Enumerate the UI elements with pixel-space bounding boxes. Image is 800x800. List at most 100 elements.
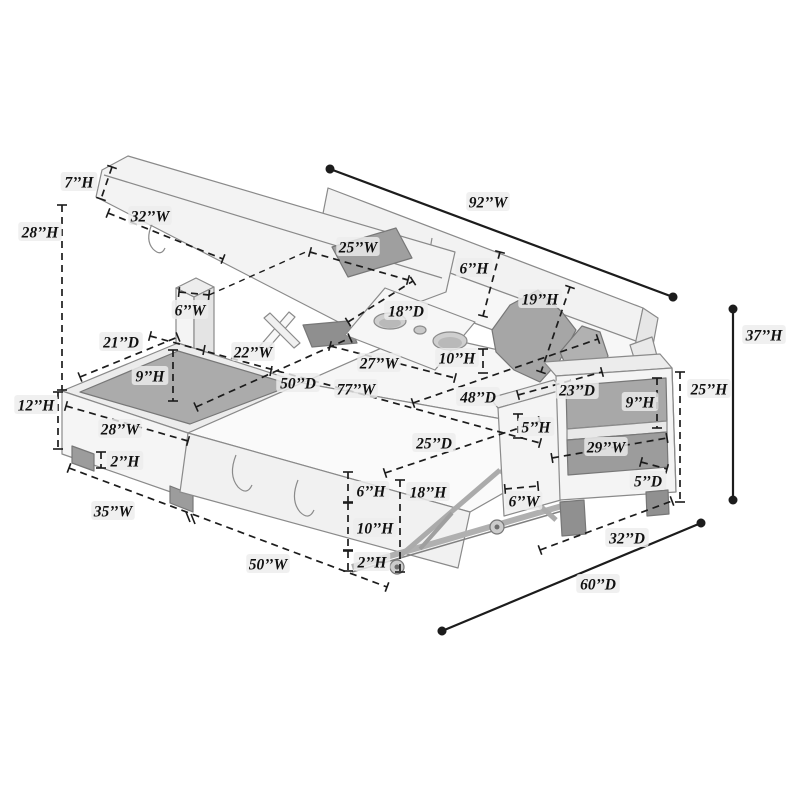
dimension-label-text: 18’’D [388,303,424,320]
dimension-label: 9’’H [621,392,659,411]
dimension-label-bg [406,482,450,501]
dim-line-7h [96,164,117,202]
dimension-label-text: 9’’H [136,368,166,385]
dimension-label-text: 6’’W [175,302,207,319]
dimension-label-text: 6’’H [357,483,387,500]
dimension-label: 25’’D [412,433,456,452]
overall-depth-line [437,518,706,636]
dimension-label-text: 50’’D [280,375,316,392]
dimension-label-text: 92’’W [469,194,509,211]
dimension-label: 19’’H [518,289,562,308]
dimension-label-text: 60’’D [580,576,616,593]
dimension-label: 77’’W [334,379,378,398]
dimension-label: 7’’H [60,172,98,191]
dim-line-23d [515,366,605,401]
dimension-label: 25’’W [336,237,380,256]
dimension-label: 25’’H [687,379,731,398]
dimension-label-bg [99,332,143,351]
dim-line-6w-shelf [503,480,540,495]
dimension-label-bg [517,417,555,436]
dimension-label: 32’’W [128,206,172,225]
dimension-label: 6’’H [455,258,493,277]
dimension-label: 5’’D [629,471,667,490]
dimension-label: 28’’H [18,222,62,241]
dimension-label: 28’’W [98,419,142,438]
dimension-label-bg [605,528,649,547]
overall-width-line [325,164,678,302]
cupholder-right-inner [438,337,462,349]
dim-line-35w-50w [66,463,390,592]
dimension-label-text: 50’’W [249,556,289,573]
dim-ext-25w [208,250,309,296]
dimension-label-bg [106,451,144,470]
dimension-label-text: 6’’H [460,260,490,277]
dimension-label-bg [435,348,479,367]
dimension-label: 29’’W [584,437,628,456]
dimension-label-bg [353,518,397,537]
dimension-label-bg [518,289,562,308]
dimension-label-bg [98,419,142,438]
caster-hub-left [394,564,400,570]
dimension-label-text: 28’’W [100,421,141,438]
dimension-label: 5’’H [517,417,555,436]
dimension-label-bg [18,222,62,241]
dimension-labels: 7’’H 32’’W 28’’H 92’’W 25’’W 6’’H 19’’H 18’’D 6’… [14,172,786,593]
dimension-label-text: 19’’H [522,291,560,308]
dim-tick-35w-b [190,513,196,525]
dimension-label: 2’’H [106,451,144,470]
dimension-label-text: 21’’D [102,334,139,351]
dimension-label-bg [246,554,290,573]
dimension-label-text: 12’’H [18,397,56,414]
dimension-label-text: 6’’W [509,493,541,510]
dimension-label-text: 25’’W [338,239,379,256]
dimension-label: 6’’W [505,491,543,510]
dimension-label: 48’’D [456,387,500,406]
dimension-label-text: 37’’H [745,327,784,344]
dim-line-32w [105,208,226,264]
dimension-label-text: 10’’H [439,350,477,367]
dimension-label-text: 10’’H [357,520,395,537]
dimension-label-bg [334,379,378,398]
dimension-label-bg [629,471,667,490]
dimension-label-bg [742,325,786,344]
dimension-label-text: 29’’W [586,439,627,456]
dimension-label-text: 25’’H [690,381,729,398]
dimension-label: 92’’W [466,192,510,211]
dim-line-48d [410,334,601,408]
dimension-label-bg [131,366,169,385]
dim-line-29w [550,432,669,464]
dimension-label: 50’’D [276,373,320,392]
dimension-label: 10’’H [435,348,479,367]
dimension-label: 2’’H [353,552,391,571]
dimension-label-bg [621,392,659,411]
dimension-label-text: 35’’W [93,503,134,520]
dimension-label-text: 28’’H [21,224,60,241]
dim-line-5d [638,456,670,475]
dim-line-50d [193,333,353,412]
dimension-label-bg [171,300,209,319]
dimension-label-text: 22’’W [233,344,274,361]
dimension-label-text: 9’’H [626,394,656,411]
dimension-label-text: 2’’H [110,453,141,470]
dimension-label-bg [455,258,493,277]
dimension-label: 50’’W [246,554,290,573]
dimension-label: 12’’H [14,395,58,414]
console-button [413,325,427,335]
dimension-label: 32’’D [605,528,649,547]
dimension-label: 21’’D [99,332,143,351]
dimension-label-bg [466,192,510,211]
dim-line-6w-arm [177,286,211,301]
dimension-label-bg [14,395,58,414]
dimension-label-text: 7’’H [65,174,95,191]
dimension-label: 23’’D [555,380,599,399]
dimension-label-bg [336,237,380,256]
dimension-label-text: 18’’H [410,484,448,501]
dimension-label-text: 77’’W [337,381,377,398]
dimension-label-bg [353,552,391,571]
dimension-label-bg [456,387,500,406]
dimension-label: 35’’W [91,501,135,520]
dimension-label-text: 23’’D [558,382,595,399]
dimension-label: 6’’H [352,481,390,500]
